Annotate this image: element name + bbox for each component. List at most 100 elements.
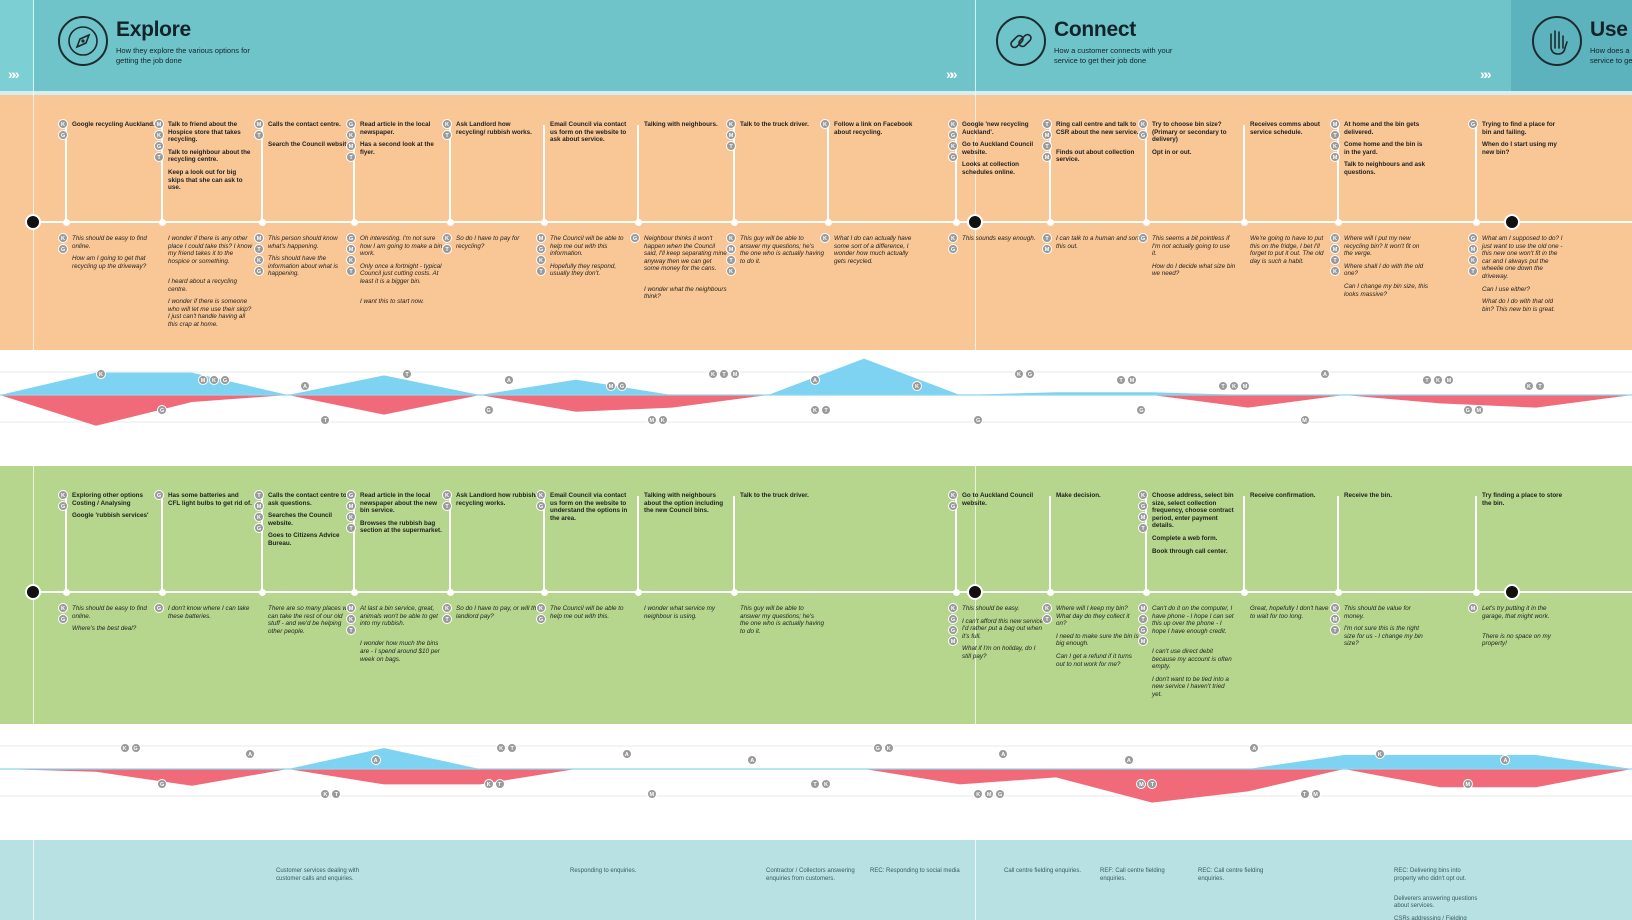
- step-text: Talk to the truck driver.: [740, 492, 809, 499]
- thought-text: I heard about a recycling centre.: [168, 278, 237, 293]
- avatar: G: [630, 233, 640, 243]
- avatar: T: [346, 523, 356, 533]
- step-text: Go to Auckland Council website.: [962, 141, 1034, 156]
- timeline-stem: [161, 125, 163, 221]
- avatar: T: [320, 415, 331, 425]
- avatar: G: [346, 233, 356, 243]
- chevron-right-icon: »»: [1480, 66, 1491, 82]
- avatar: K: [1014, 369, 1024, 379]
- thought-text: I don't want to be tied into a new servi…: [1152, 675, 1229, 698]
- thought-text: Can I use either?: [1482, 285, 1530, 293]
- step-text: Go to Auckland Council website.: [962, 492, 1034, 507]
- avatar: K: [320, 789, 331, 799]
- timeline-node-icon: [1241, 219, 1248, 226]
- phase-subtitle: How a customer connects with your servic…: [1054, 46, 1173, 65]
- timeline-node-icon: [953, 589, 960, 596]
- timeline-dot-icon: [25, 214, 41, 230]
- step-text: Ask Landlord how recycling/ rubbish work…: [456, 121, 532, 136]
- avatar: A: [1249, 743, 1260, 753]
- avatar: K: [821, 779, 831, 789]
- timeline-stem: [733, 496, 735, 591]
- avatar: T: [442, 614, 452, 624]
- timeline-node-icon: [541, 219, 548, 226]
- avatar: A: [245, 749, 256, 759]
- avatar: M: [1127, 375, 1137, 385]
- avatar: K: [442, 490, 452, 500]
- thought-text: Great, hopefully I don't have to wait fo…: [1250, 605, 1329, 620]
- timeline-stem: [1243, 125, 1245, 221]
- thought-text: This guy will be able to answer my quest…: [740, 605, 825, 635]
- thought-text: How do I decide what size bin we need?: [1152, 262, 1236, 278]
- timeline-stem: [543, 496, 545, 591]
- avatar: G: [154, 141, 164, 151]
- timeline-dot-icon: [1504, 584, 1520, 600]
- avatar: G: [1025, 369, 1035, 379]
- avatar: M: [154, 119, 164, 129]
- thought-text: Where will I keep my bin? What day do th…: [1056, 605, 1130, 628]
- step-text: When do I start using my new bin?: [1482, 141, 1557, 156]
- avatar: M: [984, 789, 995, 799]
- timeline-stem: [65, 496, 67, 591]
- avatar: T: [726, 141, 736, 151]
- thought-text: How am I going to get that recycling up …: [72, 255, 147, 270]
- step-text: Has some batteries and CFL light bulbs t…: [168, 492, 252, 507]
- thought-text: This should have the information about w…: [268, 255, 339, 278]
- step-text: Talking with neighbours.: [644, 121, 718, 128]
- avatar: G: [1138, 501, 1148, 511]
- avatar: T: [1042, 141, 1052, 151]
- thought-text: This guy will be able to answer my quest…: [740, 235, 825, 265]
- timeline-node-icon: [1047, 589, 1054, 596]
- step-text: At home and the bin gets delivered.: [1344, 121, 1420, 136]
- avatar: T: [726, 255, 736, 265]
- avatar: T: [402, 369, 412, 379]
- thought-text: I want this to start now.: [360, 298, 425, 306]
- hand-icon: [1532, 16, 1582, 66]
- avatar: T: [1042, 614, 1052, 624]
- avatar: M: [1310, 789, 1321, 799]
- timeline-node-icon: [953, 219, 960, 226]
- avatar: G: [157, 779, 168, 789]
- avatar: K: [1330, 266, 1340, 276]
- compass-icon: [58, 16, 108, 66]
- thought-text: There are so many places we can take the…: [268, 605, 351, 635]
- avatar: T: [1138, 523, 1148, 533]
- avatar: T: [346, 266, 356, 276]
- phase-subtitle: How does a cu service to get: [1590, 46, 1632, 65]
- avatar: G: [1136, 405, 1147, 415]
- thought-text: I wonder how much the bins are - I spend…: [360, 640, 440, 663]
- avatar: G: [346, 119, 356, 129]
- avatar: A: [998, 749, 1009, 759]
- timeline-stem: [261, 496, 263, 591]
- avatar: K: [96, 369, 106, 379]
- timeline-node-icon: [351, 219, 358, 226]
- avatar: K: [820, 119, 830, 129]
- step-text: Search the Council website.: [268, 141, 352, 149]
- chevron-right-icon: »»: [8, 66, 19, 82]
- avatar: K: [1524, 381, 1534, 391]
- avatar: A: [621, 749, 632, 759]
- timeline-stem: [353, 125, 355, 221]
- avatar: G: [948, 614, 958, 624]
- thought-text: Can I get a refund if it turns out to no…: [1056, 653, 1132, 668]
- avatar: G: [948, 152, 958, 162]
- thought-text: The Council will be able to help me out …: [550, 605, 624, 620]
- step-text: Come home and the bin is in the yard.: [1344, 141, 1423, 156]
- avatar: G: [254, 266, 264, 276]
- avatar: T: [1138, 614, 1148, 624]
- timeline-stem: [637, 125, 639, 221]
- step-text: Email Council via contact us form on the…: [550, 121, 627, 144]
- timeline-node-icon: [159, 589, 166, 596]
- thought-text: Hopefully they respond, usually they don…: [550, 262, 617, 278]
- timeline-node-icon: [1335, 219, 1342, 226]
- avatar: K: [657, 415, 668, 425]
- thought-text: Neighbour thinks it won't happen when th…: [644, 235, 727, 273]
- timeline-stem: [1145, 125, 1147, 221]
- step-text: Calls the contact centre to ask question…: [268, 492, 347, 507]
- avatar: T: [1330, 625, 1340, 635]
- avatar: K: [883, 743, 894, 753]
- thought-text: This seems a bit pointless if I'm not ac…: [1152, 235, 1230, 258]
- phase-title: Connect: [1054, 18, 1136, 41]
- avatar: G: [948, 244, 958, 254]
- phase-title: Explore: [116, 18, 191, 41]
